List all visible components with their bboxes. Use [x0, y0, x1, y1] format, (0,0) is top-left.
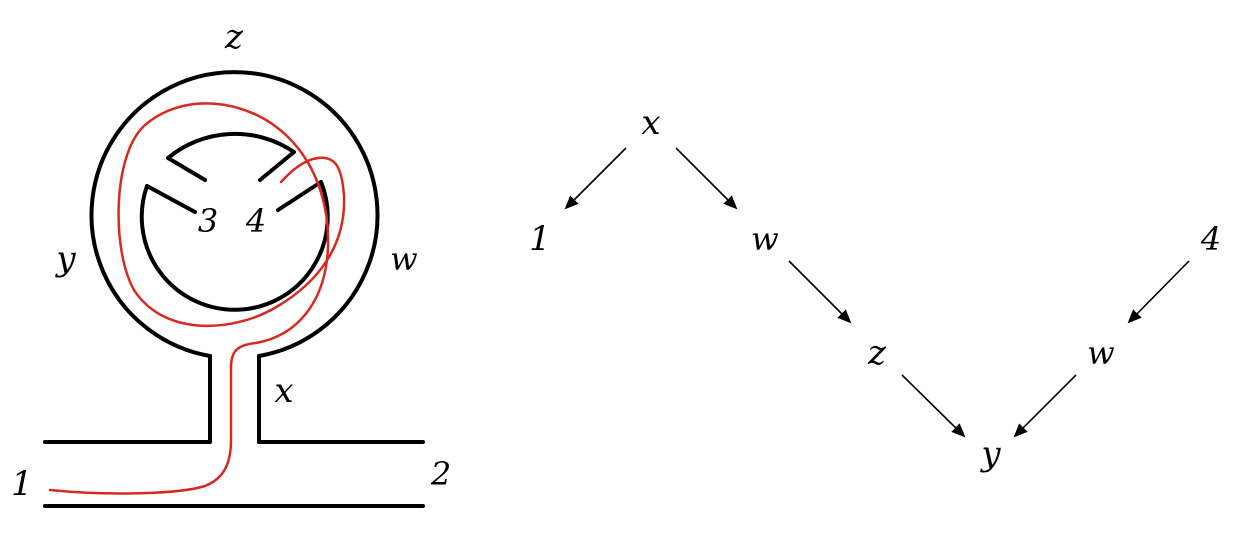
maze-label-2: 2 [430, 455, 451, 493]
tree-edge-4-w [1127, 260, 1190, 324]
tree-node-1: 1 [529, 219, 551, 259]
maze-label-z: z [224, 17, 244, 57]
maze-label-w: w [390, 240, 417, 278]
maze-inner-left-divider [145, 184, 197, 214]
tree-node-w-left: w [751, 220, 778, 258]
tree-node-w-right: w [1087, 334, 1114, 372]
maze-label-3: 3 [198, 202, 218, 240]
maze-figure: z y w x 1 2 3 4 [11, 17, 451, 508]
maze-inner-right-gate [258, 150, 296, 182]
maze-inner-top-arc [166, 131, 296, 160]
maze-label-4: 4 [245, 202, 266, 240]
maze-solution-path [48, 102, 346, 495]
tree-node-x: x [641, 103, 660, 143]
tree-node-y: y [979, 434, 1001, 474]
maze-inner-lower-arc [139, 180, 330, 312]
tree-edge-x-1 [564, 147, 627, 210]
maze-outer-wall [89, 70, 380, 358]
maze-label-x: x [274, 371, 293, 411]
tree-node-z: z [867, 333, 887, 373]
maze-label-y: y [54, 239, 76, 279]
tree-edge-z-y [901, 374, 966, 438]
maze-inner-left-gate [166, 156, 207, 182]
maze-label-1: 1 [11, 464, 33, 504]
tree-edge-w-y [1013, 374, 1077, 438]
tree-node-4: 4 [1200, 220, 1221, 258]
maze-inner-right-divider [276, 180, 323, 212]
tree-figure: x 1 w z y 4 w [529, 103, 1221, 474]
tree-edge-w-z [788, 260, 852, 324]
tree-edge-x-w [675, 147, 738, 210]
